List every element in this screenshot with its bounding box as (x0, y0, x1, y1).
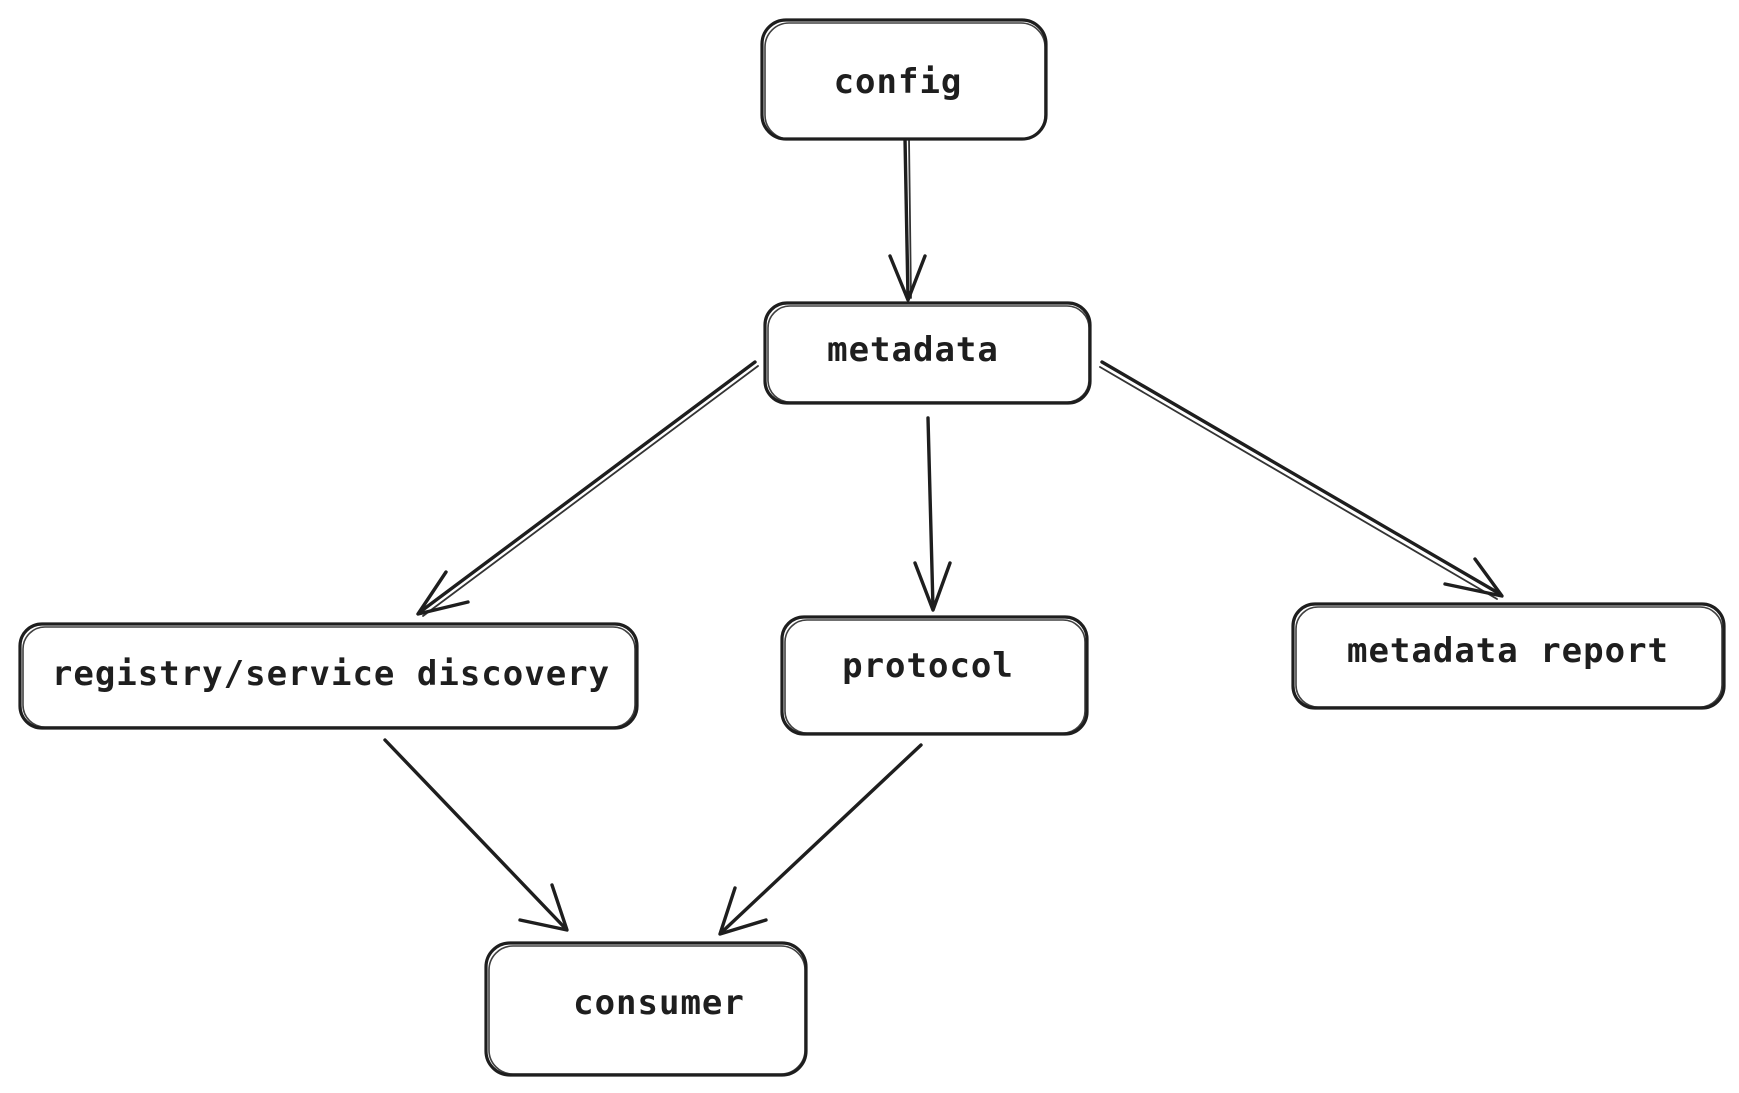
edge-metadata-to-metadata-report (1099, 360, 1504, 600)
node-metadata-report-label: metadata report (1347, 631, 1669, 671)
node-metadata-label: metadata (827, 330, 999, 370)
node-consumer: consumer (484, 941, 808, 1077)
node-protocol: protocol (780, 615, 1089, 736)
edge-metadata-to-protocol (913, 416, 952, 612)
node-registry-label: registry/service discovery (52, 654, 610, 694)
edge-registry-to-consumer (383, 738, 569, 932)
edge-config-to-metadata (888, 136, 927, 302)
node-config-label: config (834, 62, 963, 102)
edge-metadata-to-registry (416, 360, 759, 617)
node-consumer-label: consumer (573, 983, 745, 1023)
nodes: config metadata registry/service discove… (18, 18, 1726, 1077)
node-protocol-label: protocol (842, 646, 1014, 686)
edges (383, 136, 1504, 936)
node-registry: registry/service discovery (18, 622, 639, 730)
node-metadata: metadata (763, 301, 1092, 405)
edge-protocol-to-consumer (718, 743, 923, 936)
node-config: config (760, 18, 1048, 141)
node-metadata-report: metadata report (1291, 602, 1726, 710)
